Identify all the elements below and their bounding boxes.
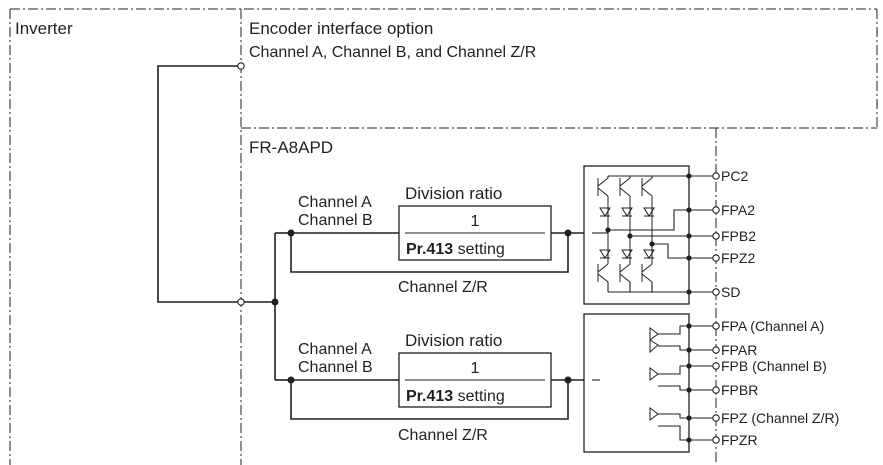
terminal-fpzr: FPZR xyxy=(721,432,758,448)
terminal-fpz: FPZ (Channel Z/R) xyxy=(721,410,839,426)
inverter-label: Inverter xyxy=(15,19,73,38)
upper-terminal-labels: PC2 FPA2 FPB2 FPZ2 SD xyxy=(721,168,756,300)
upper-channel-a: Channel A xyxy=(298,194,372,211)
terminal-fpa2: FPA2 xyxy=(721,202,755,218)
encoder-channels: Channel A, Channel B, and Channel Z/R xyxy=(249,44,536,61)
encoder-title: Encoder interface option xyxy=(249,19,433,38)
upper-channel-zr: Channel Z/R xyxy=(398,279,488,296)
lower-division-block: Channel A Channel B Division ratio 1 Pr.… xyxy=(287,331,592,444)
boundary-lines xyxy=(9,8,878,465)
lower-division-ratio: Division ratio xyxy=(405,331,502,350)
terminal-fpz2: FPZ2 xyxy=(721,250,755,266)
main-bus xyxy=(157,62,291,381)
terminal-pc2: PC2 xyxy=(721,168,748,184)
upper-channel-b: Channel B xyxy=(298,212,373,229)
upper-numerator: 1 xyxy=(471,213,480,230)
lower-channel-b: Channel B xyxy=(298,359,373,376)
lower-terminal-labels: FPA (Channel A) FPAR FPB (Channel B) FPB… xyxy=(721,318,839,448)
encoder-terminal xyxy=(237,62,245,70)
upper-output-module xyxy=(583,165,720,305)
lower-output-module xyxy=(583,313,720,453)
terminal-fpbr: FPBR xyxy=(721,382,758,398)
terminal-fpa: FPA (Channel A) xyxy=(721,318,824,334)
inverter-terminal xyxy=(237,298,245,306)
upper-division-ratio: Division ratio xyxy=(405,184,502,203)
terminal-fpar: FPAR xyxy=(721,342,757,358)
terminal-fpb: FPB (Channel B) xyxy=(721,358,827,374)
lower-channel-a: Channel A xyxy=(298,341,372,358)
lower-channel-zr: Channel Z/R xyxy=(398,427,488,444)
terminal-sd: SD xyxy=(721,284,740,300)
terminal-fpb2: FPB2 xyxy=(721,228,756,244)
module-label: FR-A8APD xyxy=(249,138,333,157)
lower-numerator: 1 xyxy=(471,360,480,377)
upper-division-block: Channel A Channel B Division ratio 1 Pr.… xyxy=(287,184,592,296)
lower-denominator: Pr.413 setting xyxy=(406,388,505,405)
upper-denominator: Pr.413 setting xyxy=(406,241,505,258)
